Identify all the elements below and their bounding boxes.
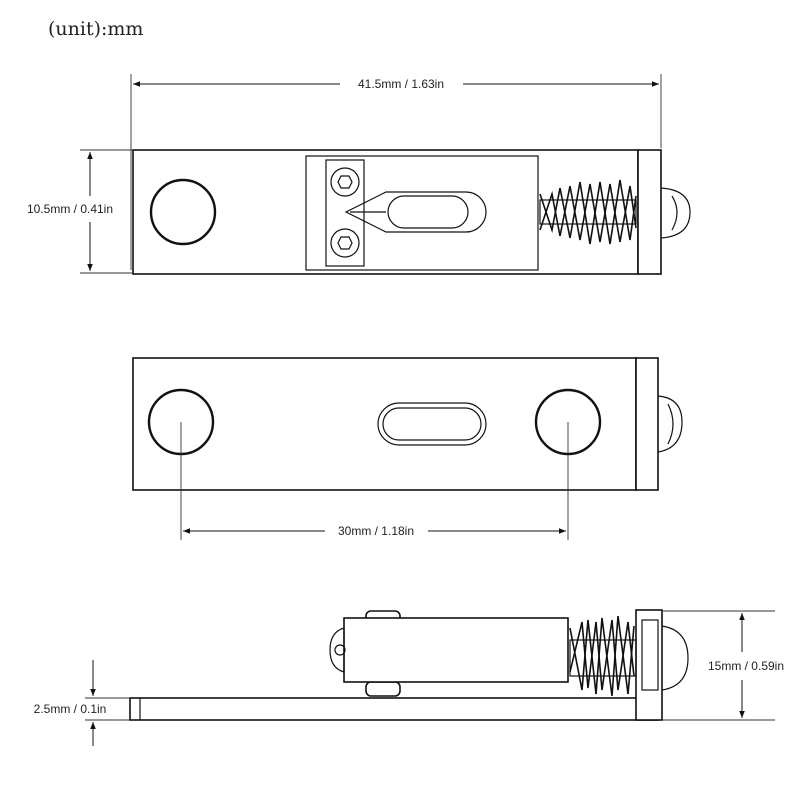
dimension-width: 10.5mm / 0.41in [27, 149, 133, 274]
overall-length-label: 41.5mm / 1.63in [358, 77, 444, 91]
bottom-slot [377, 402, 487, 446]
intonation-slot [344, 191, 487, 233]
top-view-spring [539, 179, 637, 245]
dimension-height: 15mm / 0.59in [662, 610, 784, 721]
side-screw-head [661, 625, 689, 691]
unit-note: (unit):mm [48, 18, 144, 40]
base-plate [129, 697, 659, 721]
dimension-overall-length: 41.5mm / 1.63in [130, 74, 662, 270]
side-spring [569, 615, 637, 697]
saddle-block [343, 617, 569, 683]
hole-spacing-label: 30mm / 1.18in [338, 524, 414, 538]
top-view-screw-head [660, 187, 691, 239]
top-view-saddle-plate [305, 155, 539, 271]
width-label: 10.5mm / 0.41in [27, 202, 113, 216]
saddle-tip [329, 627, 345, 673]
hex-screw-top-icon [337, 175, 353, 189]
dimension-base-thickness: 2.5mm / 0.1in [34, 660, 130, 746]
side-view [129, 609, 689, 721]
hex-screw-bottom-icon [337, 236, 353, 250]
top-view-end-plate [637, 149, 662, 275]
dimension-hole-spacing: 30mm / 1.18in [180, 422, 569, 540]
bottom-view [132, 357, 683, 491]
base-thickness-label: 2.5mm / 0.1in [34, 702, 107, 716]
top-view [132, 149, 691, 275]
side-screw-bottom [365, 681, 401, 697]
bottom-view-end-plate [635, 357, 659, 491]
top-view-mount-hole [149, 178, 217, 246]
bottom-view-screw-head [657, 395, 683, 453]
height-label: 15mm / 0.59in [708, 659, 784, 673]
